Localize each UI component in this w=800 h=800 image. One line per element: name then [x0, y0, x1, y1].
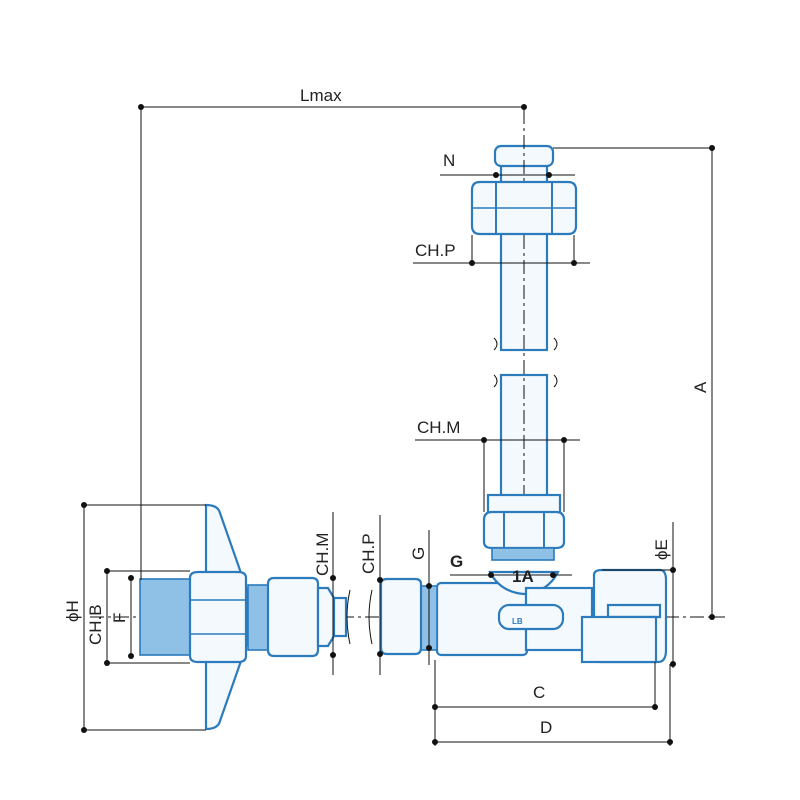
dimension-ch-p-top: CH.P — [413, 235, 590, 266]
dimension-ch-p-side: CH.P — [359, 515, 383, 675]
label-phi-e: ϕE — [652, 539, 671, 560]
valve-body: LB — [420, 568, 668, 664]
dimension-ch-m-side: CH.M — [313, 512, 336, 675]
dimension-lmax: Lmax — [138, 86, 527, 580]
dimension-ch-b: CH.B — [86, 568, 190, 666]
dimension-d: D — [432, 664, 673, 746]
dimension-phi-e: ϕE — [602, 522, 676, 668]
label-d: D — [540, 718, 552, 737]
top-hex-nut — [470, 180, 578, 236]
flexible-pipe — [493, 110, 558, 500]
lower-hex-nut — [482, 493, 566, 561]
dimension-f: F — [110, 575, 134, 659]
dimension-g-thread-top: G 1A — [450, 552, 572, 586]
label-f: F — [110, 613, 129, 623]
dimension-n: N — [440, 151, 575, 178]
label-ch-p-side: CH.P — [359, 533, 378, 574]
label-a: A — [691, 381, 710, 393]
dimension-c: C — [432, 660, 658, 746]
label-1a: 1A — [512, 567, 534, 586]
label-ch-m-side: CH.M — [313, 533, 332, 576]
wall-connector — [139, 503, 423, 731]
dimension-phi-h: ϕH — [63, 502, 206, 733]
dimension-a: A — [553, 145, 715, 620]
dimension-ch-m-top: CH.M — [415, 418, 580, 512]
label-n: N — [443, 151, 455, 170]
dimension-g-side: G — [409, 530, 432, 665]
brand-logo: LB — [512, 617, 523, 626]
label-lmax: Lmax — [300, 86, 342, 105]
label-phi-h: ϕH — [63, 600, 82, 622]
label-c: C — [533, 683, 545, 702]
label-ch-p-top: CH.P — [415, 241, 456, 260]
label-g-bold: G — [450, 552, 463, 571]
label-ch-m-top: CH.M — [417, 418, 460, 437]
label-g-side: G — [409, 547, 428, 560]
label-ch-b: CH.B — [86, 604, 105, 645]
